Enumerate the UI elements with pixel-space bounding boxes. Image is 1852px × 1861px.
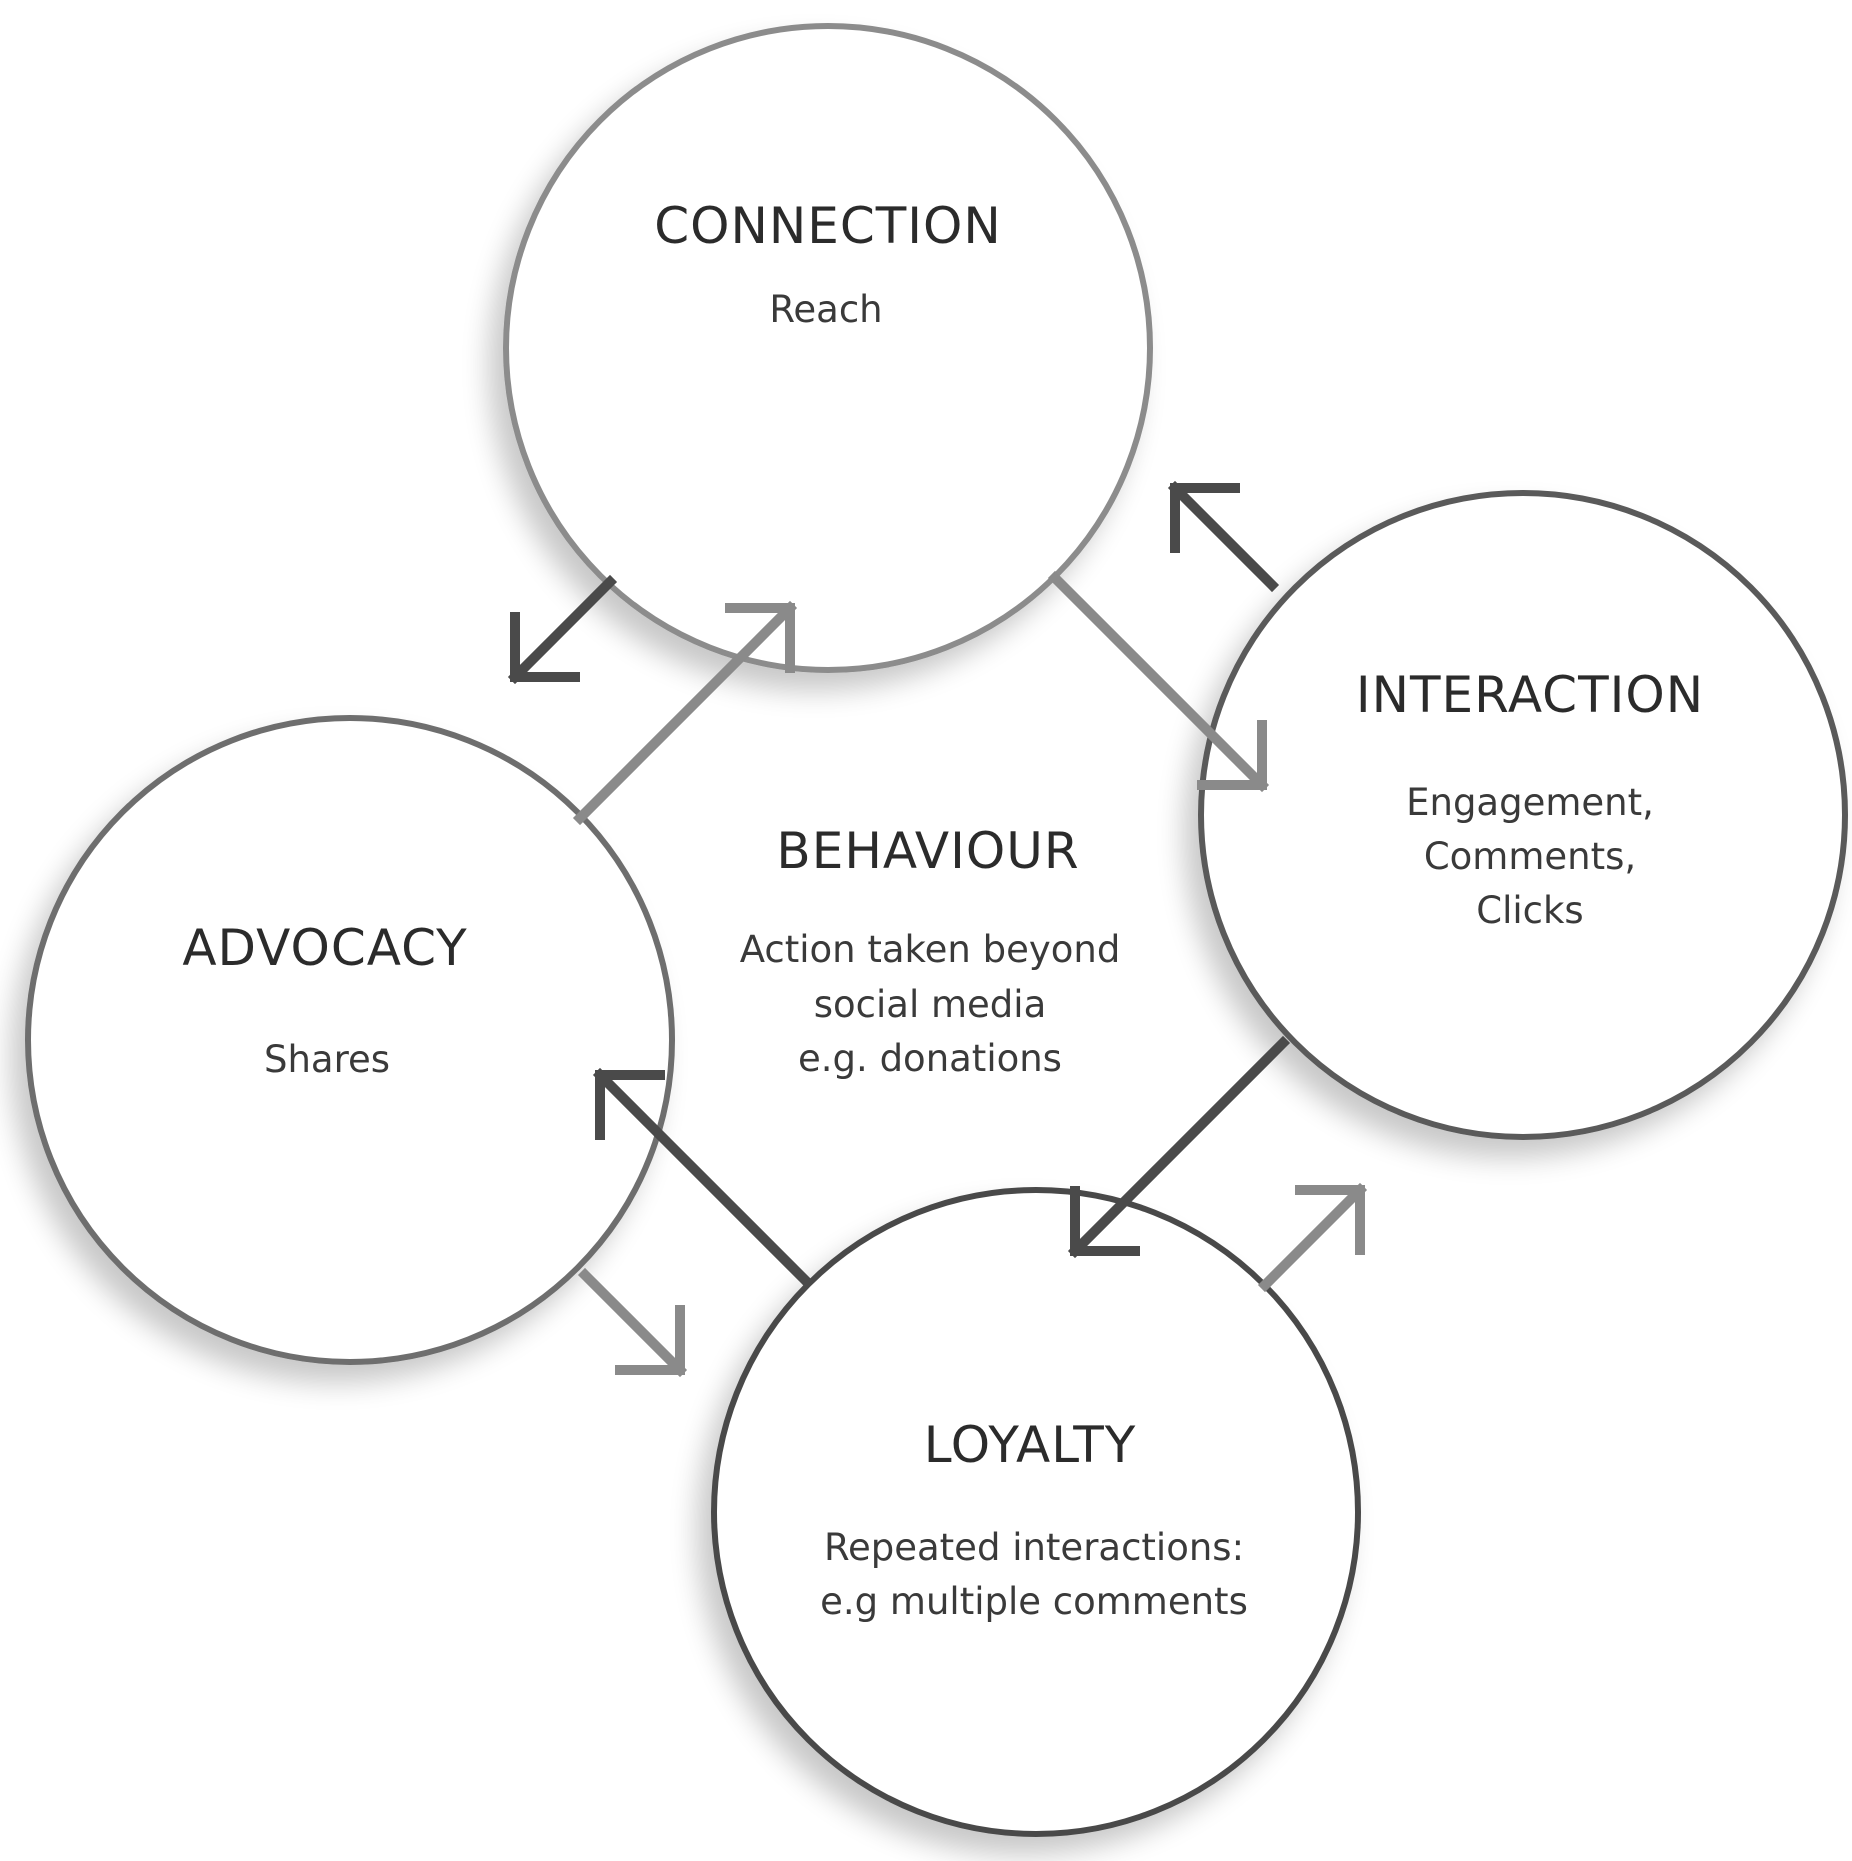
advocacy-description: Shares bbox=[264, 1038, 390, 1081]
arrow-head bbox=[1197, 720, 1267, 790]
arrow-interaction-to-connection bbox=[1167, 480, 1280, 593]
connection-circle bbox=[503, 23, 1153, 673]
loyalty-node bbox=[711, 1187, 1361, 1837]
arrow-shaft bbox=[1047, 570, 1270, 793]
arrow-shaft bbox=[1167, 480, 1280, 593]
interaction-title: INTERACTION bbox=[1356, 666, 1704, 724]
arrow-loyalty-to-advocacy bbox=[592, 1067, 813, 1288]
arrow-shaft bbox=[1067, 1035, 1291, 1259]
connection-title: CONNECTION bbox=[654, 197, 1002, 255]
arrow-shaft bbox=[577, 1267, 688, 1378]
behaviour-description-line: e.g. donations bbox=[798, 1037, 1062, 1080]
arrow-advocacy-to-connection bbox=[572, 600, 798, 826]
arrow-shaft bbox=[507, 574, 618, 685]
arrow-shaft bbox=[592, 1067, 813, 1288]
loyalty-description-line: Repeated interactions: bbox=[824, 1526, 1244, 1569]
interaction-node bbox=[1198, 490, 1848, 1140]
arrow-shaft bbox=[1257, 1182, 1368, 1293]
arrow-connection-to-advocacy bbox=[507, 574, 618, 685]
behaviour-title: BEHAVIOUR bbox=[776, 822, 1079, 880]
loyalty-circle bbox=[711, 1187, 1361, 1837]
arrow-head bbox=[1295, 1185, 1365, 1255]
connection-description: Reach bbox=[769, 288, 882, 331]
behaviour-description-line: social media bbox=[814, 983, 1047, 1026]
interaction-description-line: Clicks bbox=[1476, 889, 1583, 932]
arrow-head bbox=[1070, 1186, 1140, 1256]
advocacy-node bbox=[25, 715, 675, 1365]
arrow-advocacy-to-loyalty bbox=[577, 1267, 688, 1378]
arrow-loyalty-to-interaction bbox=[1257, 1182, 1368, 1293]
arrow-head bbox=[510, 612, 580, 682]
arrow-head bbox=[615, 1305, 685, 1375]
arrow-head bbox=[595, 1070, 665, 1140]
interaction-description-line: Comments, bbox=[1424, 835, 1636, 878]
loyalty-title: LOYALTY bbox=[924, 1416, 1137, 1474]
arrow-interaction-to-loyalty bbox=[1067, 1035, 1291, 1259]
interaction-circle bbox=[1198, 490, 1848, 1140]
advocacy-circle bbox=[25, 715, 675, 1365]
advocacy-title: ADVOCACY bbox=[182, 919, 467, 977]
arrow-head bbox=[725, 603, 795, 673]
connection-node bbox=[503, 23, 1153, 673]
arrow-shaft bbox=[572, 600, 798, 826]
loyalty-description-line: e.g multiple comments bbox=[820, 1580, 1248, 1623]
arrow-connection-to-interaction bbox=[1047, 570, 1270, 793]
arrow-head bbox=[1170, 483, 1240, 553]
interaction-description-line: Engagement, bbox=[1406, 781, 1654, 824]
behaviour-description-line: Action taken beyond bbox=[740, 928, 1121, 971]
